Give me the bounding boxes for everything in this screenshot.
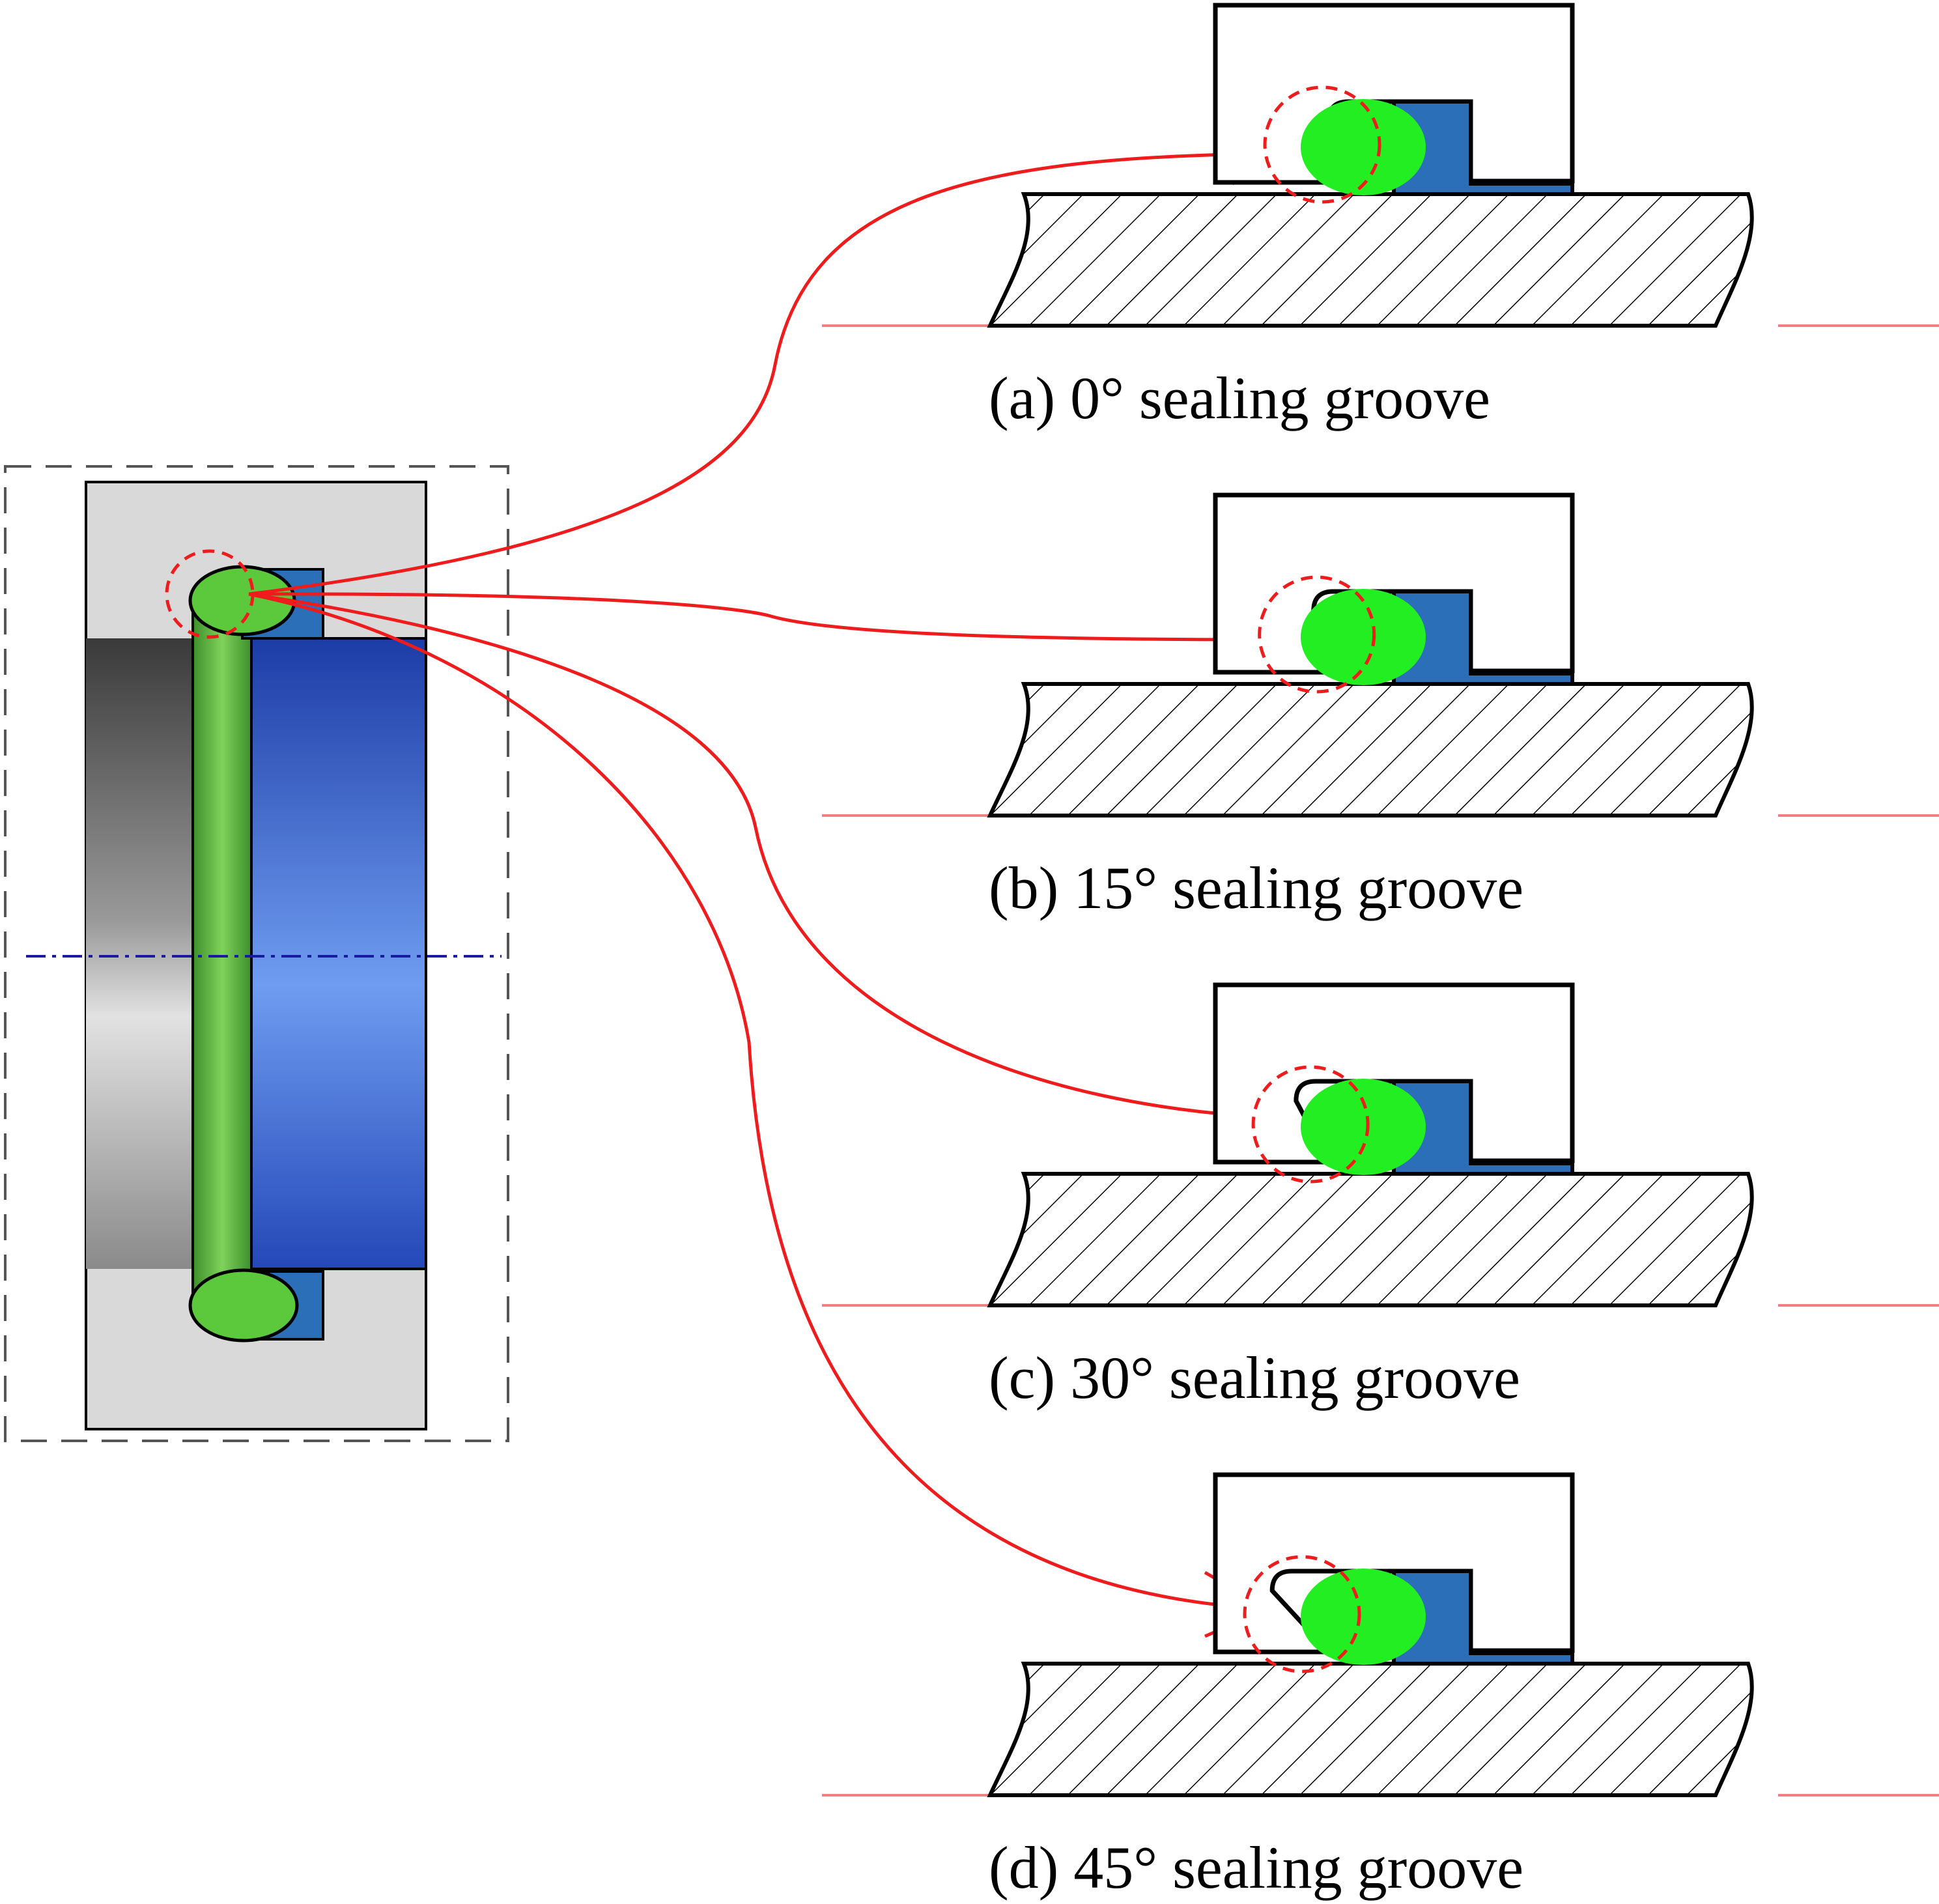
seal-assembly-view [4,465,509,1442]
panel-shaft [987,1662,1754,1797]
panel-detail-circle [1263,85,1381,204]
seal-body [248,637,427,1270]
panel-caption: (d) 45° sealing groove [989,1834,1523,1901]
panel-shaft [987,1172,1754,1307]
panel-backup-ring [1392,1079,1574,1176]
leader-line-c [248,592,1279,1120]
groove-panel-d: (d) 45° sealing groove [822,1472,1939,1901]
panel-oring [1301,589,1426,685]
panel-detail-circle [1251,1065,1370,1184]
panel-caption: (b) 15° sealing groove [989,855,1523,921]
panel-oring [1301,1569,1426,1665]
groove-detail-panels: (a) 0° sealing groove (b) 15° sealing gr… [822,3,1939,1901]
oring-section-bottom [188,1268,299,1343]
panel-oring [1301,99,1426,195]
leader-line-b [248,592,1281,642]
leader-line-a [248,152,1277,596]
panel-detail-circle [1243,1555,1361,1673]
leader-line-d [248,592,1268,1611]
panel-shaft [987,192,1754,328]
panel-backup-ring [1392,590,1574,686]
oring-cross-band [191,604,253,1298]
panel-caption: (c) 30° sealing groove [989,1344,1520,1411]
panel-backup-ring [1392,100,1574,196]
panel-oring [1301,1079,1426,1175]
assembly-dashed-frame [4,465,509,1442]
panel-shaft [987,682,1754,817]
panel-caption: (a) 0° sealing groove [989,365,1490,431]
panel-detail-circle [1258,575,1376,694]
groove-panel-a: (a) 0° sealing groove [822,3,1939,431]
groove-panel-b: (b) 15° sealing groove [822,492,1939,921]
shaft [86,638,193,1269]
panel-backup-ring [1392,1569,1574,1666]
groove-panel-c: (c) 30° sealing groove [822,982,1939,1411]
